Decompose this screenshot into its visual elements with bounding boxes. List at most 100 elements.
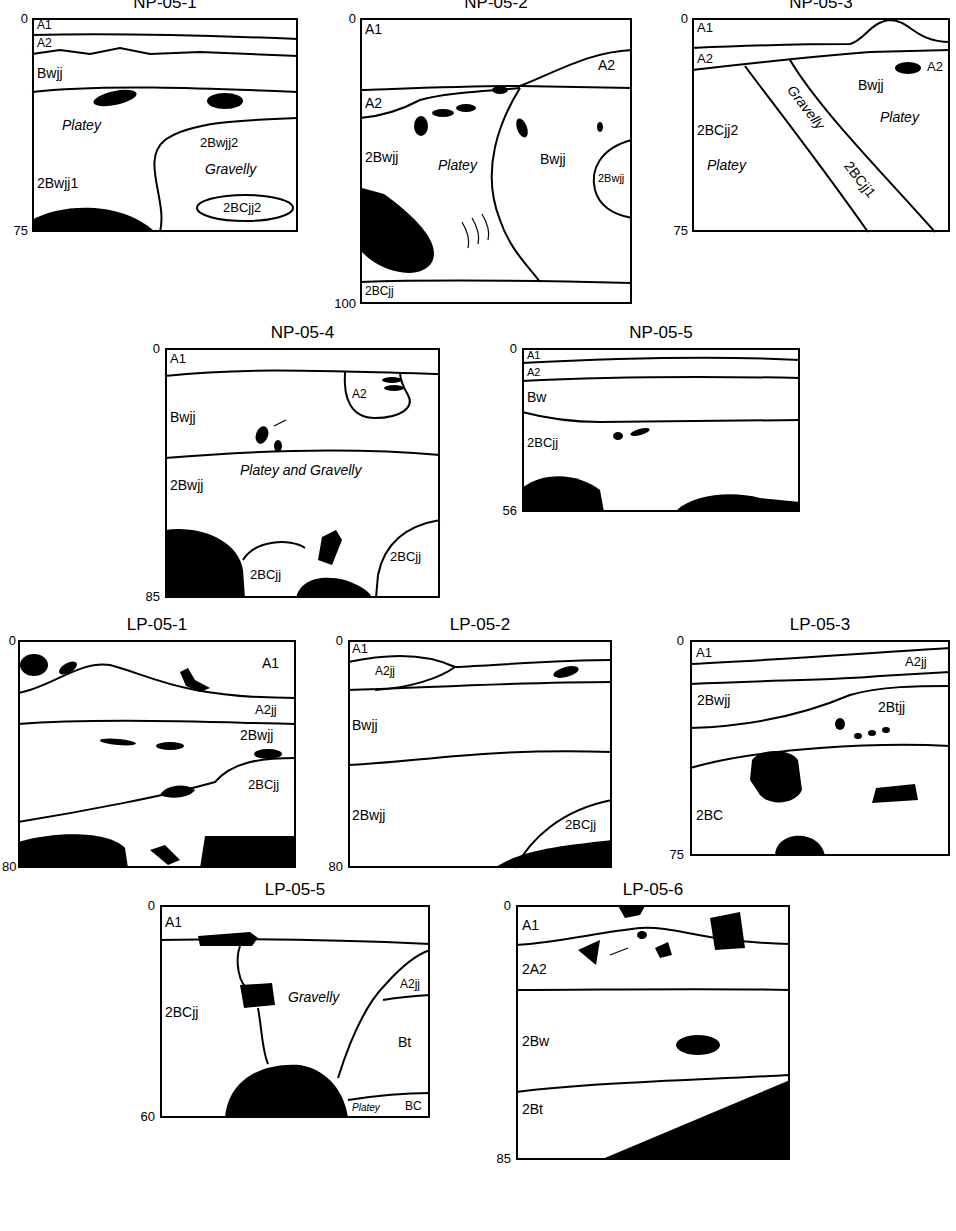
horizon-boundary: [360, 280, 632, 283]
rock-fragment: [180, 668, 210, 692]
horizon-label: 2BCjj: [390, 550, 421, 564]
horizon-boundary: [516, 1075, 790, 1092]
horizon-label: A1: [527, 349, 540, 361]
horizon-label: A1: [365, 22, 382, 37]
depth-label: 0: [9, 634, 16, 648]
horizon-label: 2BCjj2: [223, 201, 261, 215]
horizon-label: A1: [37, 19, 52, 32]
rock-fragment: [872, 784, 918, 803]
rock-fragment: [630, 427, 651, 438]
horizon-label: 2Bw: [522, 1034, 549, 1049]
rock-fragment: [600, 1080, 790, 1160]
profile-title: NP-05-5: [524, 324, 798, 343]
horizon-label: A2jj: [905, 655, 927, 669]
horizon-boundary: [492, 88, 540, 282]
horizon-label: 2Btjj: [878, 700, 905, 715]
rock-fragment: [655, 942, 672, 958]
rock-fragment: [868, 730, 876, 736]
horizon-boundary: [522, 358, 800, 363]
depth-label: 0: [349, 12, 356, 26]
rock-fragment: [854, 733, 862, 739]
profile-title: NP-05-3: [694, 0, 948, 13]
rock-fragment: [495, 840, 612, 868]
rock-fragment: [362, 188, 434, 273]
depth-label: 60: [141, 1110, 155, 1124]
rock-fragment: [100, 737, 136, 746]
horizon-label: 2BCjj: [365, 285, 394, 298]
horizon-label: 2BCjj: [248, 778, 279, 792]
horizon-boundary: [690, 686, 950, 728]
profile-title: NP-05-4: [167, 324, 438, 343]
horizon-boundary: [243, 542, 305, 560]
rock-fragment: [18, 834, 128, 868]
rock-fragment: [254, 749, 282, 759]
horizon-boundary: [690, 672, 950, 684]
horizon-label: A2: [527, 366, 540, 378]
horizon-label: A2: [927, 60, 943, 74]
horizon-boundary: [197, 195, 293, 221]
horizon-boundary: [594, 140, 632, 218]
horizon-boundary: [165, 371, 440, 377]
horizon-label: A1: [696, 646, 712, 660]
horizon-label: 2Bwjj: [170, 478, 203, 493]
texture-label: Platey: [62, 118, 101, 133]
horizon-label: 2Bwjj1: [37, 176, 78, 191]
rock-fragment: [710, 912, 745, 950]
texture-label: Gravelly: [288, 990, 339, 1005]
horizon-label: Bwjj: [540, 152, 566, 167]
horizon-boundary: [258, 1008, 268, 1064]
horizon-label: 2BCjj: [565, 818, 596, 832]
horizon-label: A2jj: [400, 978, 420, 991]
depth-label: 0: [510, 342, 517, 356]
rock-fragment: [92, 87, 138, 110]
rock-fragment: [895, 62, 921, 74]
horizon-label: A1: [522, 918, 539, 933]
horizon-label: A2: [598, 58, 615, 73]
rock-fragment: [382, 377, 402, 383]
horizon-label: A1: [165, 915, 182, 930]
rock-fragment: [198, 932, 258, 946]
soil-profile-panel: NP-05-5: [522, 348, 800, 512]
horizon-label: 2BC: [696, 808, 723, 823]
horizon-label: 2Bwjj2: [200, 136, 238, 150]
horizon-label: A1: [352, 642, 368, 656]
horizon-boundary: [18, 758, 296, 822]
rock-fragment: [240, 983, 275, 1008]
horizon-boundary: [383, 995, 430, 1000]
horizon-boundary: [348, 682, 612, 690]
depth-label: 80: [329, 860, 343, 874]
rock-fragment: [165, 529, 245, 598]
horizon-label: A2: [365, 96, 382, 111]
texture-label: Platey: [707, 158, 746, 173]
horizon-boundary: [154, 118, 298, 232]
rock-fragment: [414, 116, 428, 136]
horizon-label: A2: [352, 388, 367, 401]
depth-label: 85: [497, 1152, 511, 1166]
rock-fragment: [676, 1035, 720, 1055]
horizon-boundary: [18, 721, 296, 724]
horizon-label: 2BCjj: [250, 568, 281, 582]
horizon-label: 2Bwjj: [240, 728, 273, 743]
rock-fragment: [274, 440, 282, 452]
rock-fragment: [882, 727, 890, 733]
soil-profile-panel: LP-05-3: [690, 640, 950, 856]
horizon-label: Bwjj: [37, 66, 63, 81]
horizon-label: A2jj: [375, 665, 395, 678]
horizon-boundary: [376, 520, 440, 598]
profile-title: LP-05-6: [518, 881, 788, 900]
horizon-boundary: [522, 412, 800, 422]
horizon-boundary: [338, 950, 430, 1078]
depth-label: 75: [14, 224, 28, 238]
rock-fragment: [514, 117, 530, 139]
horizon-label: Bwjj: [170, 410, 196, 425]
horizon-boundary: [516, 928, 790, 945]
rock-fragment: [274, 420, 286, 426]
horizon-boundary: [522, 377, 800, 381]
rock-fragment: [207, 93, 243, 109]
depth-label: 0: [21, 12, 28, 26]
horizon-label: 2Bwjj: [352, 808, 385, 823]
profile-title: NP-05-2: [362, 0, 630, 13]
horizon-label: Bwjj: [352, 718, 378, 733]
texture-label: Gravelly: [205, 162, 256, 177]
horizon-label: 2BCjj: [165, 1005, 198, 1020]
